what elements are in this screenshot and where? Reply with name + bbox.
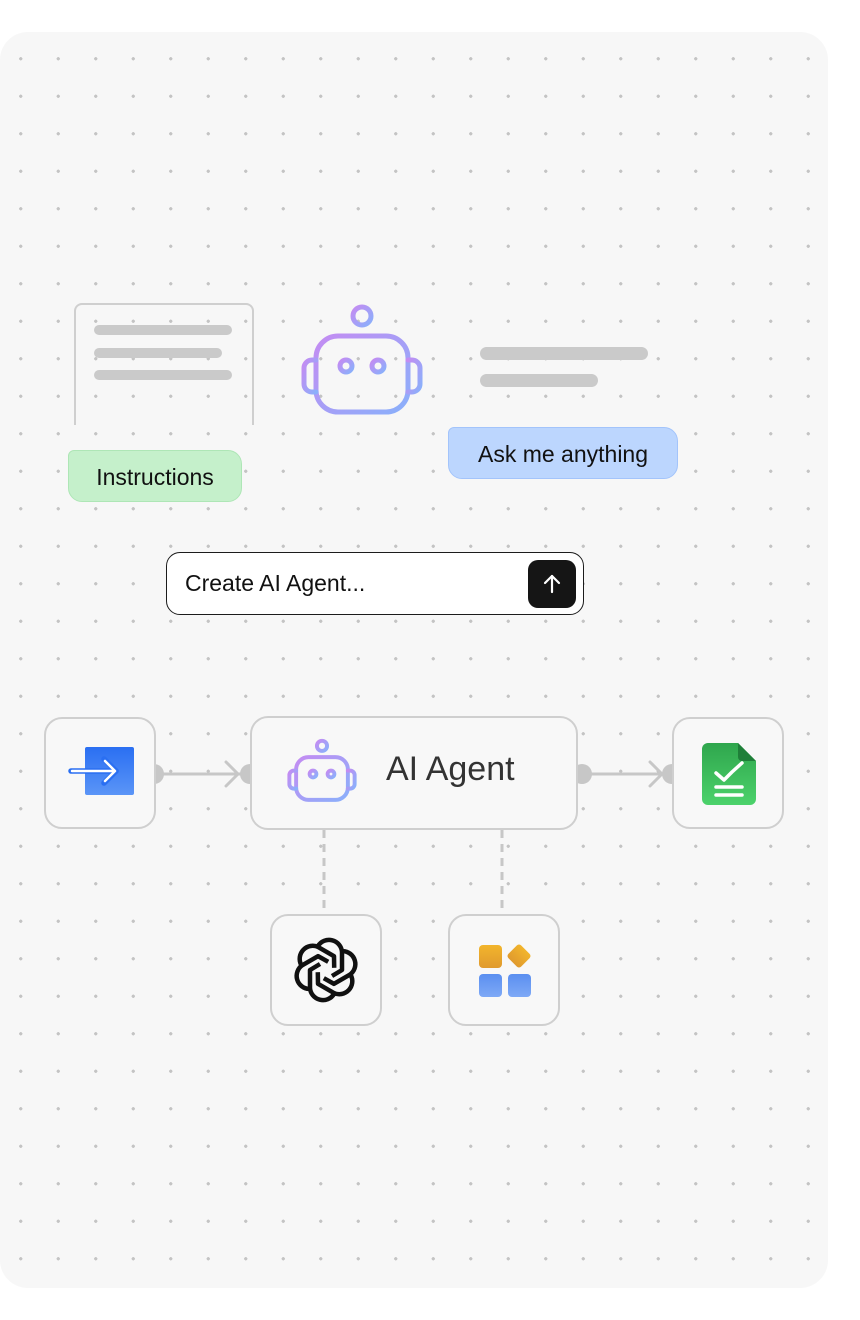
tools-node[interactable]: [448, 914, 560, 1026]
input-node[interactable]: [44, 717, 156, 829]
output-node[interactable]: [672, 717, 784, 829]
arrow-in-icon: [68, 747, 134, 795]
robot-icon: [287, 738, 357, 808]
chat-text-line: [480, 374, 598, 387]
ai-agent-node[interactable]: [250, 716, 578, 830]
doc-text-line: [94, 348, 222, 358]
arrow-up-icon: [543, 574, 561, 594]
openai-logo-icon: [294, 937, 358, 1003]
doc-text-line: [94, 370, 232, 380]
model-node[interactable]: [270, 914, 382, 1026]
flow-connectors: [144, 760, 682, 914]
doc-text-line: [94, 325, 232, 335]
ask-tag: Ask me anything: [448, 427, 678, 479]
instructions-document: [74, 303, 254, 425]
robot-icon: [301, 304, 423, 425]
app-grid-icon: [479, 944, 531, 997]
instructions-tag: Instructions: [68, 450, 242, 502]
sheet-chart-icon: [702, 743, 756, 805]
diagram-canvas: Instructions Ask me anything Create AI A…: [0, 32, 828, 1288]
create-agent-input[interactable]: Create AI Agent...: [166, 552, 584, 615]
send-button[interactable]: [528, 560, 576, 608]
ai-agent-label: AI Agent: [386, 750, 515, 788]
connector-arrowhead: [224, 760, 240, 788]
chat-text-line: [480, 347, 648, 360]
create-agent-input-text: Create AI Agent...: [185, 570, 366, 596]
